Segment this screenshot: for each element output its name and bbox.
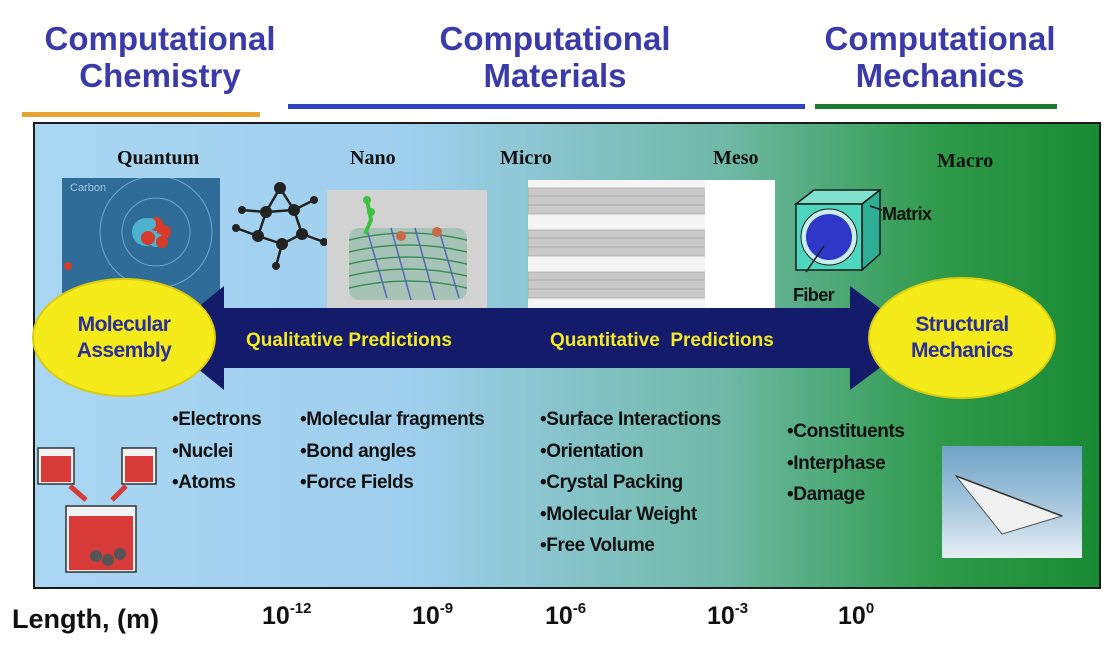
beaker-assembly-image (37, 447, 157, 573)
materials-rule (288, 104, 805, 109)
scale-label-meso: Meso (713, 147, 759, 169)
bullet-item: •Orientation (540, 440, 644, 462)
bullet-item: •Constituents (787, 421, 905, 442)
quantitative-predictions-label: Quantitative Predictions (550, 330, 774, 351)
header-computational-mechanics: Computational Mechanics (824, 20, 1056, 94)
length-tick-1e-6: 10-6 (545, 600, 587, 630)
molecular-assembly-circle: Molecular Assembly (32, 278, 216, 397)
bullet-list-micro: •Surface Interactions •Orientation •Crys… (540, 404, 721, 562)
molecule-structure (232, 182, 328, 270)
header-computational-chemistry: Computational Chemistry (44, 20, 276, 94)
graphene-drawing (528, 187, 706, 299)
bullet-item: •Nuclei (172, 440, 233, 462)
header-computational-materials: Computational Materials (439, 20, 671, 94)
scale-label-micro: Micro (500, 147, 552, 169)
fiber-matrix-cube (793, 188, 883, 273)
bullet-item: •Electrons (172, 409, 262, 430)
mechanics-rule (815, 104, 1057, 109)
bullet-item: •Free Volume (540, 535, 655, 556)
spaceplane-drawing (954, 474, 1064, 535)
scale-label-nano: Nano (350, 147, 396, 169)
bullet-item: •Damage (787, 484, 865, 505)
bullet-item: •Molecular fragments (300, 409, 485, 430)
bullet-list-macro: •Constituents •Interphase •Damage (787, 416, 905, 511)
fiber-label: Fiber (793, 285, 835, 305)
prediction-double-arrow (160, 286, 920, 390)
bullet-item: •Crystal Packing (540, 472, 683, 493)
structural-mechanics-label: Structural Mechanics (911, 313, 1014, 362)
scale-label-quantum: Quantum (117, 147, 200, 169)
bullet-item: •Surface Interactions (540, 409, 721, 430)
bullet-item: •Interphase (787, 452, 886, 474)
bullet-item: •Force Fields (300, 472, 414, 493)
bullet-list-quantum: •Electrons •Nuclei •Atoms (172, 404, 262, 499)
bullet-list-nano: •Molecular fragments •Bond angles •Force… (300, 404, 485, 499)
carbon-label: Carbon (70, 182, 107, 194)
matrix-label: Matrix (882, 204, 932, 224)
qualitative-predictions-label: Qualitative Predictions (246, 330, 452, 351)
bullet-item: •Molecular Weight (540, 503, 697, 525)
nanotube-image (327, 190, 487, 312)
chemistry-rule (22, 112, 260, 117)
length-tick-1e-9: 10-9 (412, 600, 454, 630)
bullet-item: •Bond angles (300, 440, 416, 462)
length-tick-1e-3: 10-3 (707, 600, 749, 630)
spaceplane-image (942, 446, 1082, 558)
nanotube-drawing (348, 196, 468, 301)
scale-label-macro: Macro (937, 150, 994, 172)
graphene-layers-image (528, 180, 706, 308)
meso-molecules-image (705, 180, 775, 308)
length-tick-1e0: 100 (838, 600, 875, 630)
molecular-assembly-label: Molecular Assembly (76, 312, 172, 362)
atom-diagram (64, 178, 213, 289)
bullet-item: •Atoms (172, 472, 236, 493)
length-axis-label: Length, (m) (12, 604, 159, 634)
structural-mechanics-circle: Structural Mechanics (868, 277, 1056, 399)
length-tick-1e-12: 10-12 (262, 600, 312, 630)
